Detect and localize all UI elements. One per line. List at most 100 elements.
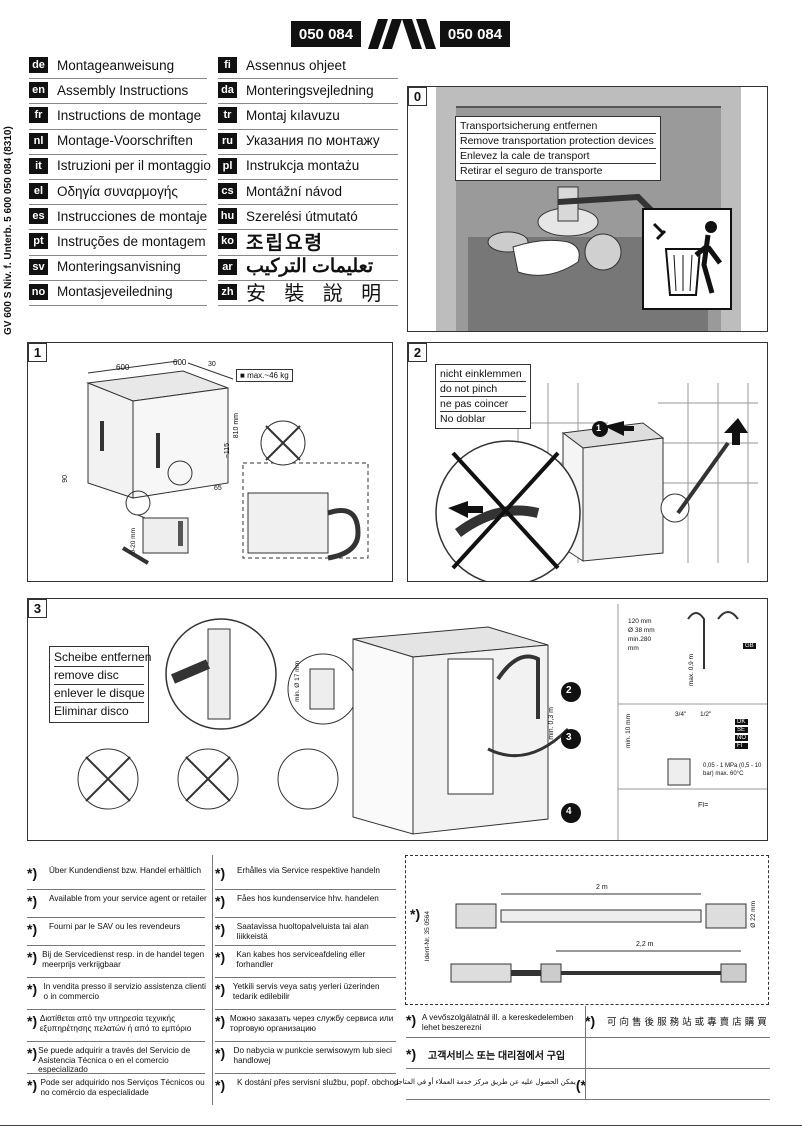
footnote-item: *)In vendita presso il servizio assisten…	[27, 982, 209, 1001]
language-label: Istruzioni per il montaggio	[57, 158, 211, 174]
drain-connection-illustration	[77, 604, 767, 840]
language-separator	[218, 305, 398, 306]
dim-115: ~115	[224, 443, 231, 459]
language-code-badge: en	[29, 82, 48, 99]
min-17-label: min. Ø 17 mm	[294, 661, 301, 702]
footnote-separator	[215, 945, 396, 946]
language-code-badge: pt	[29, 233, 48, 250]
part-number-right: 050 084	[440, 21, 510, 47]
footnote-item: *)Yetkili servis veya satış yerleri üzer…	[215, 982, 400, 1001]
footnote-separator	[215, 1041, 396, 1042]
footnote-text: Kan kabes hos serviceafdeling eller forh…	[236, 950, 366, 969]
figure-number: 1	[28, 343, 47, 362]
page-bottom-rule	[0, 1125, 802, 1126]
footnote-separator	[27, 1041, 205, 1042]
language-label: Montasjeveiledning	[57, 284, 173, 300]
footnote-marker: *)	[215, 893, 226, 909]
language-label: Assembly Instructions	[57, 82, 189, 98]
accessory-star: *)	[410, 906, 421, 922]
part-number-left: 050 084	[291, 21, 361, 47]
footnote-hu: *)A vevőszolgálatnál ill. a kereskedelem…	[406, 1012, 574, 1032]
footnote-item: *)Можно заказать через службу сервиса ил…	[215, 1014, 400, 1033]
language-separator	[29, 153, 207, 155]
language-separator	[29, 179, 207, 180]
footnote-text: Διατίθεται από την υπηρεσία τεχνικής εξυ…	[39, 1014, 192, 1033]
dishwasher-dimensions-illustration	[86, 360, 369, 565]
footnote-marker: *)	[27, 893, 38, 909]
footnote-zh: *)可 向 售 後 服 務 站 或 專 賣 店 購 買	[585, 1013, 767, 1029]
circle-2: 2	[566, 685, 572, 696]
dim-width: 600	[116, 363, 130, 372]
footnote-marker: *)	[27, 1045, 38, 1061]
footnote-item: *)Über Kundendienst bzw. Handel erhältli…	[27, 866, 209, 880]
footnote-text: Pode ser adquirido nos Serviços Técnicos…	[40, 1078, 205, 1097]
language-code-badge: da	[218, 82, 237, 99]
footnote-item: *)Se puede adquirir a través del Servici…	[27, 1046, 209, 1075]
language-row-ko: ko 조립요령	[218, 231, 324, 254]
figure-number: 2	[408, 343, 427, 362]
footnote-separator	[215, 977, 396, 978]
ident-number: Ident-Nr. 35 0564	[424, 911, 431, 962]
footnote-text: Saatavissa huoltopalveluista tai alan li…	[236, 922, 369, 941]
language-code-badge: it	[29, 157, 48, 174]
footnote-marker: *)	[27, 981, 38, 997]
footnote-marker: *)	[215, 865, 226, 881]
footnote-text: Available from your service agent or ret…	[49, 894, 207, 903]
footnote-marker: *)	[27, 1077, 38, 1093]
language-label: 安 裝 說 明	[246, 281, 388, 306]
figure-0-transport-protection: 0 Transportsicherung entfernen Remove tr…	[407, 86, 768, 332]
separator-slashes-icon	[368, 19, 436, 49]
extension-hose-illustration	[450, 893, 747, 983]
language-separator	[218, 78, 398, 80]
language-separator	[218, 128, 398, 130]
footnote-text: Do nabycia w punkcie serwisowym lub siec…	[233, 1046, 392, 1065]
footnote-marker: *)	[215, 1013, 226, 1029]
figure-2-do-not-pinch: 2 1 nicht einklemmen do not pinch ne pas…	[407, 342, 768, 582]
footnote-marker: *)	[215, 1077, 226, 1093]
hose-length-22m: 2,2 m	[636, 941, 654, 948]
footnote-item: *)Διατίθεται από την υπηρεσία τεχνικής ε…	[27, 1014, 209, 1033]
footnote-separator	[215, 1009, 396, 1010]
footnote-separator	[27, 1009, 205, 1010]
footnote-text: Über Kundendienst bzw. Handel erhältlich	[49, 866, 202, 875]
drain-dims: 120 mm Ø 38 mm min.280 mm	[628, 618, 655, 652]
max-09-label: max. 0,9 m	[688, 654, 695, 687]
figure-3-drain-connection: 3 Scheibe entfernen remove disc enlever …	[27, 598, 768, 841]
footnote-separator	[27, 945, 205, 946]
language-label: Οδηγία συναρμογής	[57, 183, 178, 199]
language-code-badge: ar	[218, 258, 237, 275]
language-separator	[29, 254, 207, 256]
footnote-marker: *)	[215, 1045, 226, 1061]
footnote-ar: *)يمكن الحصول عليه عن طريق مركز خدمة الع…	[394, 1077, 586, 1093]
circle-3: 3	[566, 732, 572, 743]
language-label: Montage-Voorschriften	[57, 133, 193, 149]
language-code-badge: zh	[218, 283, 237, 300]
country-badges: DK SE NO FI	[735, 719, 748, 749]
language-label: 조립요령	[246, 232, 324, 254]
transport-protection-callout: Transportsicherung entfernen Remove tran…	[455, 116, 661, 181]
dim-90: 90	[62, 475, 69, 483]
footnote-text: Fåes hos kundenservice hhv. handelen	[237, 894, 379, 903]
footnote-item: *)Erhålles via Service respektive handel…	[215, 866, 400, 880]
pressure-spec: 0,05 - 1 MPa (0,5 - 10 bar) max. 60°C	[703, 763, 762, 777]
footnote-text: K dostání přes servisní službu, popř. ob…	[237, 1078, 399, 1087]
language-code-badge: ko	[218, 233, 237, 250]
language-separator	[218, 204, 398, 206]
dim-foot: 0-20 mm	[130, 528, 137, 554]
footnote-text: Fourni par le SAV ou les revendeurs	[49, 922, 181, 931]
dim-depth: 600	[173, 358, 187, 367]
language-separator	[218, 153, 398, 155]
footnote-marker: *)	[215, 949, 226, 965]
dim-top: 30	[208, 361, 216, 368]
language-label: Instructions de montage	[57, 107, 202, 123]
footnote-item: *)Saatavissa huoltopalveluista tai alan …	[215, 922, 400, 941]
language-separator	[29, 128, 207, 130]
weight-icon: ■	[240, 371, 248, 380]
side-document-code: GV 600 S Niv. f. Unterb. 5 600 050 084 (…	[3, 126, 14, 335]
